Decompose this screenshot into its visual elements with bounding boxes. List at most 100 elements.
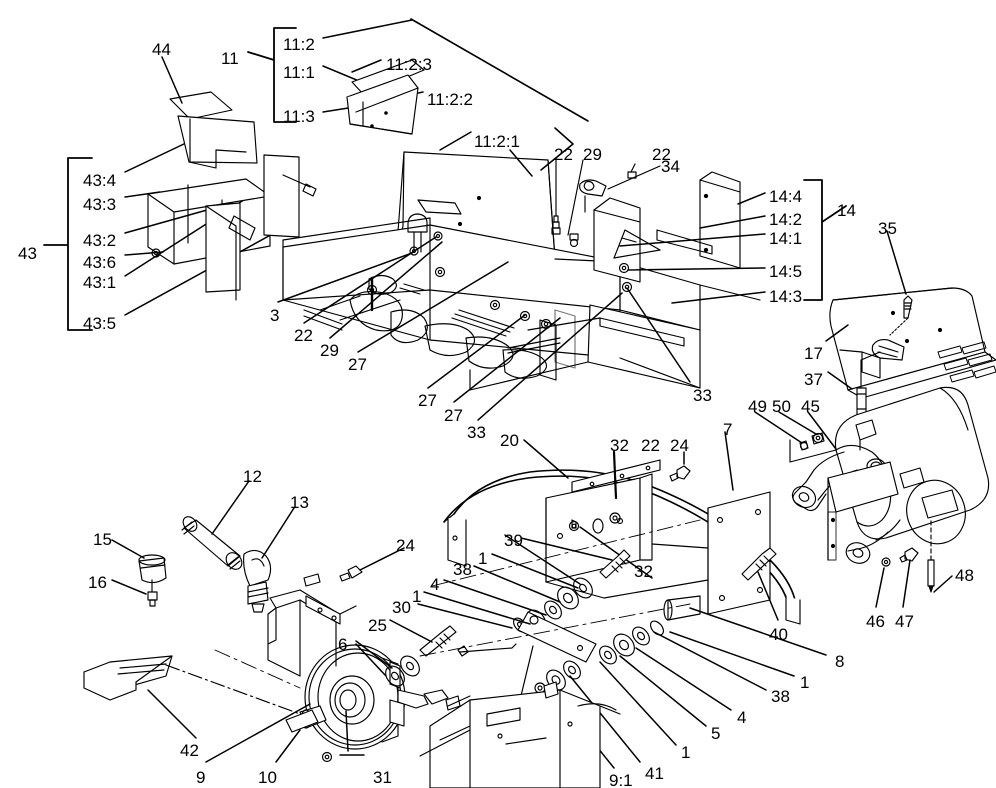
leader-17: [825, 324, 849, 342]
callout-27-a: 27: [348, 355, 367, 374]
callout-1-b: 1: [412, 587, 422, 606]
engine-nuts: [366, 231, 633, 330]
part-7-plate: [545, 459, 771, 615]
callout-33-a: 33: [693, 386, 712, 405]
callout-14-2: 14:2: [769, 210, 803, 229]
callout-14-5: 14:5: [769, 262, 803, 281]
part-35-bolt: [889, 295, 913, 336]
callout-38-b: 38: [771, 687, 790, 706]
part-25-bolt: [385, 625, 457, 687]
callout-14-4: 14:4: [769, 187, 803, 206]
callout-15: 15: [93, 530, 112, 549]
part-44-plate: [169, 91, 233, 120]
callout-5: 5: [711, 724, 721, 743]
callout-43-2: 43:2: [83, 231, 117, 250]
muffler: [791, 386, 990, 564]
leaders-bolt-stack: [417, 534, 827, 769]
part-6-clutch: [299, 644, 449, 750]
leaders-32-22-24: [579, 451, 685, 579]
leaders-9-10: [205, 703, 311, 763]
callout-10: 10: [258, 768, 277, 787]
leader-44: [161, 56, 183, 104]
bracket-14-shape: [803, 179, 847, 301]
callout-43-1: 43:1: [83, 273, 117, 292]
callout-6: 6: [338, 635, 348, 654]
leader-15: [111, 539, 145, 559]
leader-40: [757, 571, 779, 621]
callout-11-2-3: 11:2:3: [386, 55, 433, 74]
fasteners-46-47-48: [881, 519, 935, 593]
callout-35: 35: [878, 219, 897, 238]
callout-45: 45: [801, 397, 820, 416]
fasteners-49-50-45: [789, 432, 837, 463]
part-43-assembly: [147, 115, 317, 301]
leaders-14: [619, 192, 766, 304]
part-13-elbow: [243, 549, 272, 613]
callout-32-a: 32: [610, 436, 629, 455]
callout-43-5: 43:5: [83, 314, 117, 333]
bracket-11-top: [410, 18, 589, 122]
part-9-shaft: [165, 664, 319, 733]
callout-22-a: 22: [554, 145, 573, 164]
part-16-screw: [147, 591, 158, 607]
fasteners-22-29-34: [551, 159, 661, 248]
callout-34: 34: [661, 157, 680, 176]
callout-11-2-1: 11:2:1: [474, 132, 521, 151]
leader-16: [111, 579, 147, 595]
callout-25: 25: [368, 616, 387, 635]
callout-49: 49: [748, 397, 767, 416]
part-24-bracket: [267, 565, 363, 677]
callout-11: 11: [221, 49, 239, 68]
part-15-cap: [138, 554, 167, 593]
callout-31: 31: [373, 768, 392, 787]
callout-32-b: 32: [634, 562, 653, 581]
callout-14-3: 14:3: [769, 287, 803, 306]
leaders-46-47-48: [875, 559, 953, 608]
callout-27-b: 27: [418, 391, 437, 410]
callout-30: 30: [392, 598, 411, 617]
bracket-43-shape: [43, 157, 93, 331]
leaders-6-25: [339, 619, 433, 756]
callout-41: 41: [645, 764, 664, 783]
callout-29-a: 29: [583, 145, 602, 164]
part-40-bolt: [741, 547, 777, 581]
callout-1-c: 1: [800, 673, 810, 692]
callout-11-1: 11:1: [283, 63, 315, 82]
callout-24-b: 24: [670, 436, 689, 455]
leader-35: [886, 230, 907, 295]
callout-4-a: 4: [430, 575, 440, 594]
axis-lines: [214, 519, 701, 689]
part-12-filter: [181, 516, 243, 570]
callout-12: 12: [243, 467, 262, 486]
leader-11-2-1: [509, 149, 533, 177]
leader-37: [827, 371, 853, 390]
leaders-49-50-45: [754, 411, 837, 450]
callout-3: 3: [270, 306, 280, 325]
callout-14-1: 14:1: [769, 229, 803, 248]
callout-33-b: 33: [467, 423, 486, 442]
callout-27-c: 27: [444, 406, 463, 425]
callout-11-2: 11:2: [283, 35, 315, 54]
callout-43: 43: [18, 244, 37, 263]
callout-43-6: 43:6: [83, 253, 117, 272]
callout-38-a: 38: [453, 560, 472, 579]
callout-4-b: 4: [737, 708, 747, 727]
callout-1-d: 1: [681, 743, 691, 762]
callout-11-3: 11:3: [283, 107, 315, 126]
callout-9-1: 9:1: [609, 771, 633, 788]
leader-20: [523, 439, 569, 479]
callout-8: 8: [835, 652, 845, 671]
leader-12: [211, 480, 250, 535]
leaders-engine-fasteners: [277, 236, 691, 421]
leader-13: [261, 507, 295, 559]
callout-43-4: 43:4: [83, 171, 117, 190]
callout-39: 39: [504, 531, 523, 550]
callout-24-a: 24: [396, 536, 415, 555]
callout-42: 42: [180, 741, 199, 760]
callout-43-3: 43:3: [83, 195, 117, 214]
part-42-rod: [83, 655, 173, 701]
leader-24-left: [359, 547, 405, 571]
callout-29-b: 29: [320, 341, 339, 360]
